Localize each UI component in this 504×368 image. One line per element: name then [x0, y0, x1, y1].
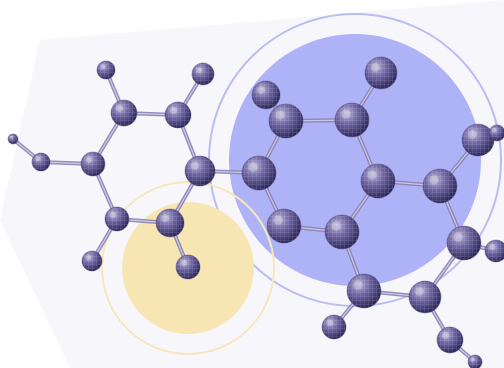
atom-mesh-overlay [185, 156, 215, 186]
atom-sphere [346, 273, 382, 309]
atom-sphere [164, 101, 192, 129]
atom-sphere [251, 80, 281, 110]
atom-mesh-overlay [105, 207, 129, 231]
atom-sphere [266, 208, 302, 244]
atom-specular-highlight [353, 280, 363, 290]
atom-specular-highlight [326, 319, 334, 327]
atom-sphere [324, 214, 360, 250]
atom-sphere [31, 152, 51, 172]
atom-mesh-overlay [423, 169, 457, 203]
atom-mesh-overlay [347, 274, 381, 308]
atom-specular-highlight [441, 331, 450, 340]
atom-mesh-overlay [485, 240, 504, 262]
atom-sphere [364, 56, 398, 90]
atom-mesh-overlay [361, 164, 395, 198]
atom-sphere [484, 239, 504, 263]
atom-mesh-overlay [468, 355, 482, 368]
atom-specular-highlight [190, 161, 199, 170]
atom-specular-highlight [257, 86, 266, 95]
atom-sphere [408, 280, 442, 314]
atom-mesh-overlay [32, 153, 50, 171]
atom-mesh-overlay [409, 281, 441, 313]
atom-specular-highlight [161, 214, 170, 223]
atom-mesh-overlay [335, 103, 369, 137]
atom-specular-highlight [331, 221, 341, 231]
atom-specular-highlight [341, 109, 351, 119]
atom-sphere [360, 163, 396, 199]
atom-mesh-overlay [97, 61, 115, 79]
atom-mesh-overlay [8, 134, 18, 144]
atom-sphere [80, 151, 106, 177]
atom-mesh-overlay [365, 57, 397, 89]
atom-mesh-overlay [322, 315, 346, 339]
atom-mesh-overlay [192, 63, 214, 85]
atom-sphere [175, 254, 201, 280]
atom-specular-highlight [248, 162, 258, 172]
atom-sphere [184, 155, 216, 187]
atom-specular-highlight [414, 286, 424, 296]
atom-mesh-overlay [437, 327, 463, 353]
atom-specular-highlight [429, 175, 439, 185]
atom-specular-highlight [489, 244, 496, 251]
atom-specular-highlight [115, 104, 124, 113]
atom-specular-highlight [85, 254, 92, 261]
atom-mesh-overlay [489, 125, 504, 141]
atom-mesh-overlay [111, 100, 137, 126]
atom-sphere [81, 250, 103, 272]
atom-sphere [191, 62, 215, 86]
atom-sphere [422, 168, 458, 204]
atom-mesh-overlay [82, 251, 102, 271]
atom-specular-highlight [35, 156, 41, 162]
atom-sphere [155, 208, 185, 238]
atom-specular-highlight [196, 67, 203, 74]
atom-mesh-overlay [267, 209, 301, 243]
gold-halo-ring [101, 181, 275, 355]
atom-mesh-overlay [176, 255, 200, 279]
atom-sphere [268, 103, 304, 139]
atom-mesh-overlay [242, 156, 276, 190]
atom-sphere [321, 314, 347, 340]
atom-sphere [241, 155, 277, 191]
atom-specular-highlight [100, 64, 106, 70]
atom-specular-highlight [169, 106, 178, 115]
atom-specular-highlight [85, 156, 93, 164]
atom-specular-highlight [367, 170, 377, 180]
atom-sphere [7, 133, 19, 145]
atom-sphere [488, 124, 504, 142]
atom-mesh-overlay [269, 104, 303, 138]
atom-mesh-overlay [165, 102, 191, 128]
atom-mesh-overlay [462, 124, 494, 156]
atom-specular-highlight [275, 110, 285, 120]
atom-sphere [446, 225, 482, 261]
atom-sphere [436, 326, 464, 354]
atom-specular-highlight [470, 357, 475, 362]
atom-sphere [334, 102, 370, 138]
atom-mesh-overlay [447, 226, 481, 260]
atom-sphere [110, 99, 138, 127]
atom-mesh-overlay [81, 152, 105, 176]
atom-specular-highlight [370, 62, 380, 72]
atom-specular-highlight [491, 127, 497, 133]
atom-mesh-overlay [156, 209, 184, 237]
atom-sphere [96, 60, 116, 80]
atom-specular-highlight [180, 259, 188, 267]
atom-specular-highlight [109, 211, 117, 219]
atom-specular-highlight [453, 232, 463, 242]
atom-mesh-overlay [325, 215, 359, 249]
atom-sphere [467, 354, 483, 368]
atom-specular-highlight [9, 135, 13, 139]
atom-specular-highlight [273, 215, 283, 225]
atom-specular-highlight [467, 129, 477, 139]
atom-layer [7, 56, 504, 368]
atom-sphere [104, 206, 130, 232]
atom-sphere [461, 123, 495, 157]
atom-mesh-overlay [252, 81, 280, 109]
